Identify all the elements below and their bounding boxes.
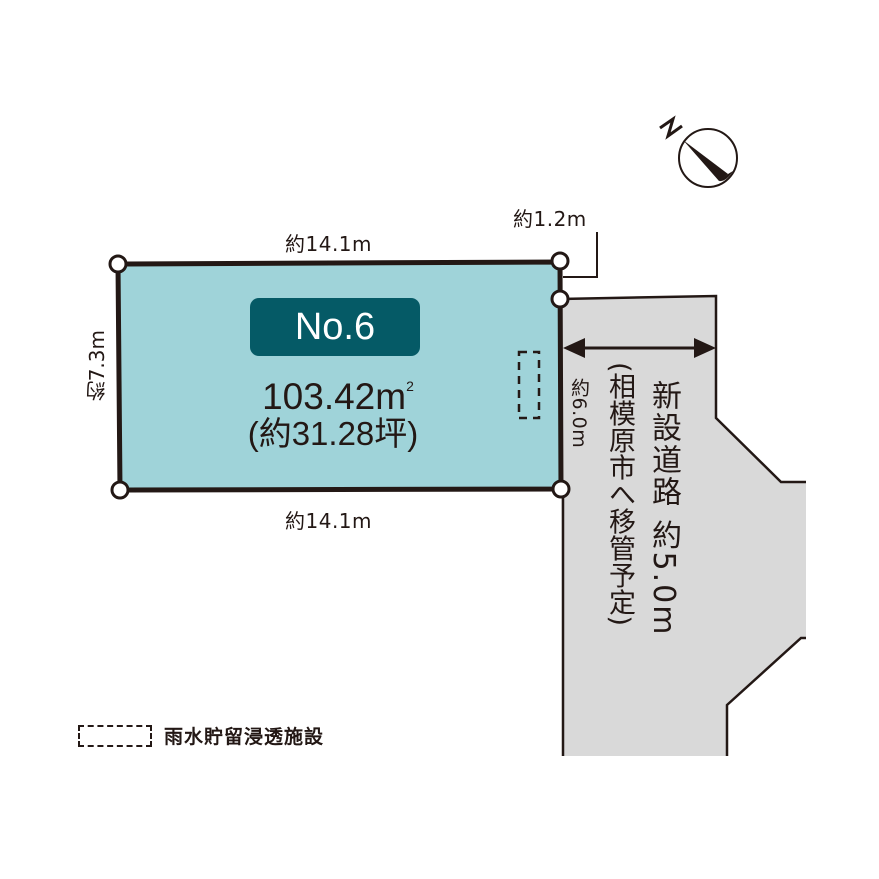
area-value: 103.42m xyxy=(262,376,407,417)
dimension-left: 約7.3m xyxy=(85,330,109,402)
road-name-label: 新設道路 約5.0m xyxy=(646,380,681,637)
dimension-right-frontage: 約6.0m xyxy=(568,378,590,449)
lot-number-badge: No.6 xyxy=(250,298,420,356)
corner-offset-leader xyxy=(563,232,598,278)
new-road-area xyxy=(560,296,806,756)
dashed-rectangle-icon xyxy=(78,724,152,747)
dimension-bottom: 約14.1m xyxy=(285,509,373,533)
dimension-corner-offset: 約1.2m xyxy=(513,207,587,231)
lot-area-sqm: 103.42m2 xyxy=(238,364,438,419)
lot-corner-markers xyxy=(108,251,571,500)
legend-label-rainwater-facility: 雨水貯留浸透施設 xyxy=(164,726,325,748)
road-boundary-right xyxy=(559,294,806,484)
area-unit-superscript: 2 xyxy=(406,378,414,394)
road-boundary-right-lower xyxy=(725,636,806,756)
lot-area-tsubo: (約31.28坪) xyxy=(247,415,419,452)
north-arrow-icon xyxy=(659,115,738,188)
arrowhead-right-icon xyxy=(694,338,716,358)
road-transfer-note: (相模原市へ移管予定) xyxy=(604,362,635,627)
dimension-top: 約14.1m xyxy=(285,232,373,256)
legend: 雨水貯留浸透施設 xyxy=(78,722,324,749)
arrowhead-left-icon xyxy=(563,338,585,358)
